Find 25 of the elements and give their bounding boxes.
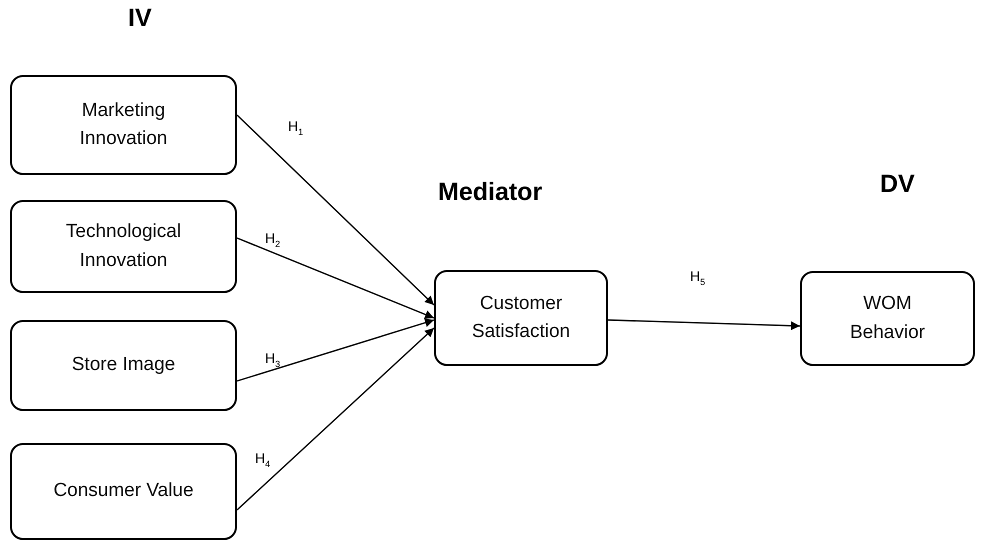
variable-name: WOM Behavior [849,292,926,344]
variable-box [10,200,237,293]
variable-box [10,443,237,540]
column-heading: IV [128,4,152,33]
variable-name: Marketing Innovation [78,98,168,151]
arrow [236,237,434,319]
variable-name: Store Image [72,353,176,378]
variable-box [800,271,975,366]
variable-box [434,270,608,366]
hypothesis-label: H$_{3}$ [265,350,280,369]
column-heading: Mediator [438,178,542,207]
hypothesis-label: H$_{2}$ [265,230,280,249]
variable-name: Consumer Value [53,479,194,504]
hypothesis-label: H$_{5}$ [690,268,706,287]
hypothesis-label: H$_{4}$ [255,450,270,469]
hypothesis-label: H$_{1}$ [288,118,304,137]
arrow [236,327,434,511]
variable-box [10,75,237,175]
variable-name: Customer Satisfaction [472,292,570,344]
column-heading: DV [880,170,915,199]
arrow [236,114,434,306]
arrow [236,318,434,382]
variable-box [10,320,237,411]
variable-name: Technological Innovation [64,220,182,272]
arrow [608,319,800,330]
